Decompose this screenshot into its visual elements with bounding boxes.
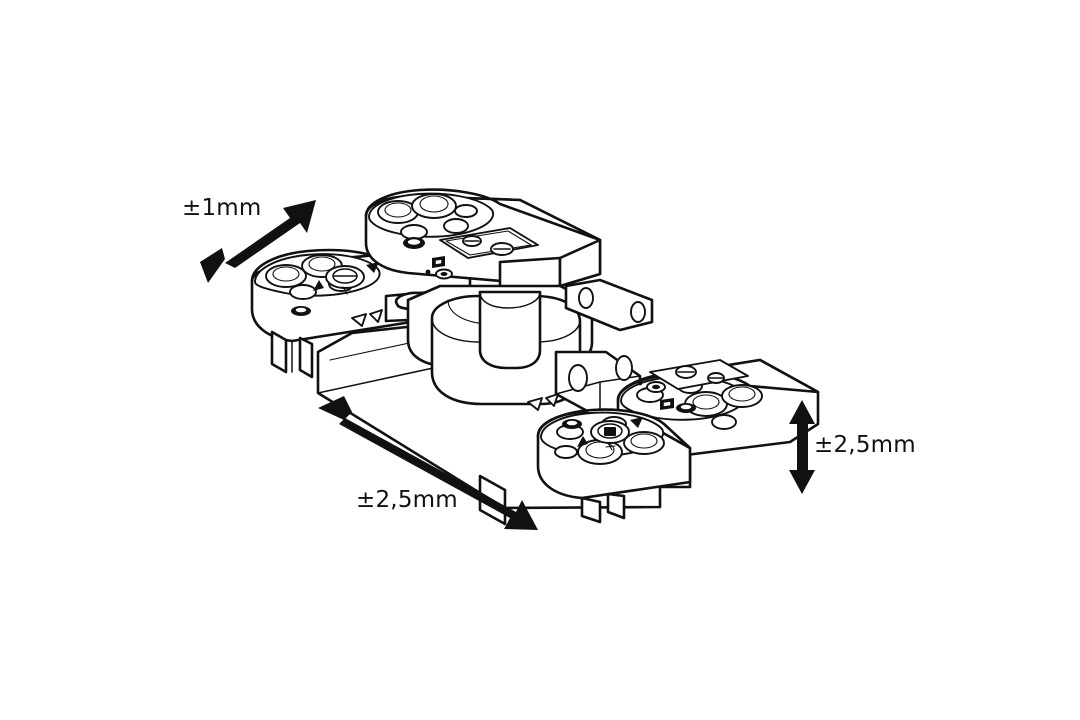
hinge-pivot-mechanism [406,278,674,468]
hinge-assembly [250,188,820,526]
dimension-label-lateral: ±2,5mm [356,487,458,513]
double-arrow-diagonal-icon [200,200,316,283]
dimension-label-depth: ±1mm [182,195,262,221]
double-arrow-long-icon [318,396,538,530]
mounting-plate-lower-center [527,393,692,524]
dimension-label-height: ±2,5mm [814,432,916,458]
mounting-plate-upper-right [364,188,602,290]
direction-marks [351,309,383,327]
double-arrow-vertical-icon [789,400,815,494]
